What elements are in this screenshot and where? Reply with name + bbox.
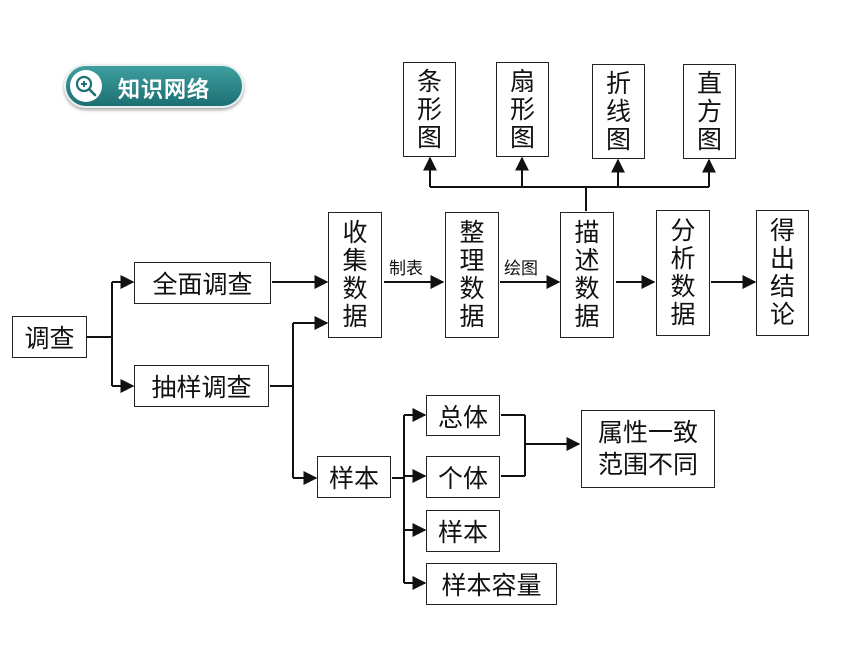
node-organize-char: 据 <box>459 302 485 331</box>
node-bar-chart-char: 形 <box>416 94 442 124</box>
node-sample-size-label: 样本容量 <box>441 571 542 600</box>
node-describe-char: 述 <box>574 246 600 275</box>
node-survey: 调查 <box>12 316 87 358</box>
node-pie-chart-char: 图 <box>509 122 535 152</box>
node-sample-size: 样本容量 <box>426 563 557 605</box>
node-collect-char: 收 <box>342 218 368 247</box>
node-sample-item: 样本 <box>426 510 500 552</box>
node-attribute: 属性一致 范围不同 <box>581 410 715 488</box>
node-histogram-char: 直 <box>696 68 722 98</box>
node-line-chart-char: 折 <box>605 68 631 98</box>
node-pie-chart-char: 形 <box>509 94 535 124</box>
node-histogram-char: 图 <box>696 124 722 154</box>
node-bar-chart-char: 图 <box>416 122 442 152</box>
node-line-chart: 折 线 图 <box>592 64 645 159</box>
section-badge: 知识网络 <box>64 64 244 108</box>
node-analyze: 分 析 数 据 <box>656 210 710 336</box>
edge-label-tabulate: 制表 <box>389 259 423 279</box>
node-analyze-char: 分 <box>670 216 696 245</box>
node-pie-chart: 扇 形 图 <box>496 62 549 157</box>
node-conclude-char: 得 <box>769 216 795 245</box>
node-sample-item-label: 样本 <box>437 518 488 547</box>
node-survey-label: 调查 <box>24 324 75 353</box>
node-bar-chart-char: 条 <box>416 66 442 96</box>
node-analyze-char: 数 <box>670 272 696 301</box>
node-organize-char: 理 <box>459 246 485 275</box>
node-analyze-char: 析 <box>670 244 696 273</box>
node-conclude-char: 结 <box>769 272 795 301</box>
edge-label-plot: 绘图 <box>504 259 538 279</box>
node-pie-chart-char: 扇 <box>509 66 535 96</box>
node-organize-char: 数 <box>459 274 485 303</box>
node-individual-label: 个体 <box>437 464 488 493</box>
node-census-label: 全面调查 <box>152 270 253 299</box>
node-organize-char: 整 <box>459 218 485 247</box>
node-conclude-char: 论 <box>769 300 795 329</box>
node-histogram: 直 方 图 <box>683 64 736 159</box>
node-line-chart-char: 图 <box>605 124 631 154</box>
node-sample: 样本 <box>317 456 391 498</box>
node-describe-char: 数 <box>574 274 600 303</box>
node-attribute-line: 属性一致 <box>597 418 698 447</box>
node-histogram-char: 方 <box>696 96 722 126</box>
search-icon <box>75 75 97 97</box>
node-collect: 收 集 数 据 <box>328 212 382 338</box>
node-bar-chart: 条 形 图 <box>403 62 456 157</box>
node-census: 全面调查 <box>134 262 271 304</box>
node-population: 总体 <box>426 395 500 436</box>
node-describe-char: 描 <box>574 218 600 247</box>
node-individual: 个体 <box>426 456 500 498</box>
badge-title: 知识网络 <box>118 78 211 103</box>
node-analyze-char: 据 <box>670 300 696 329</box>
node-population-label: 总体 <box>437 402 488 432</box>
node-line-chart-char: 线 <box>605 96 631 126</box>
node-attribute-line: 范围不同 <box>597 450 698 479</box>
badge-icon-circle <box>70 70 102 102</box>
node-collect-char: 数 <box>342 274 368 303</box>
node-conclude-char: 出 <box>769 244 795 273</box>
node-organize: 整 理 数 据 <box>445 212 499 338</box>
node-sample-survey-label: 抽样调查 <box>151 373 252 402</box>
node-describe-char: 据 <box>574 302 600 331</box>
node-collect-char: 据 <box>342 302 368 331</box>
node-sample-label: 样本 <box>328 464 379 493</box>
node-describe: 描 述 数 据 <box>560 212 614 338</box>
node-sample-survey: 抽样调查 <box>134 365 269 407</box>
node-conclude: 得 出 结 论 <box>756 210 809 336</box>
node-collect-char: 集 <box>342 246 368 275</box>
